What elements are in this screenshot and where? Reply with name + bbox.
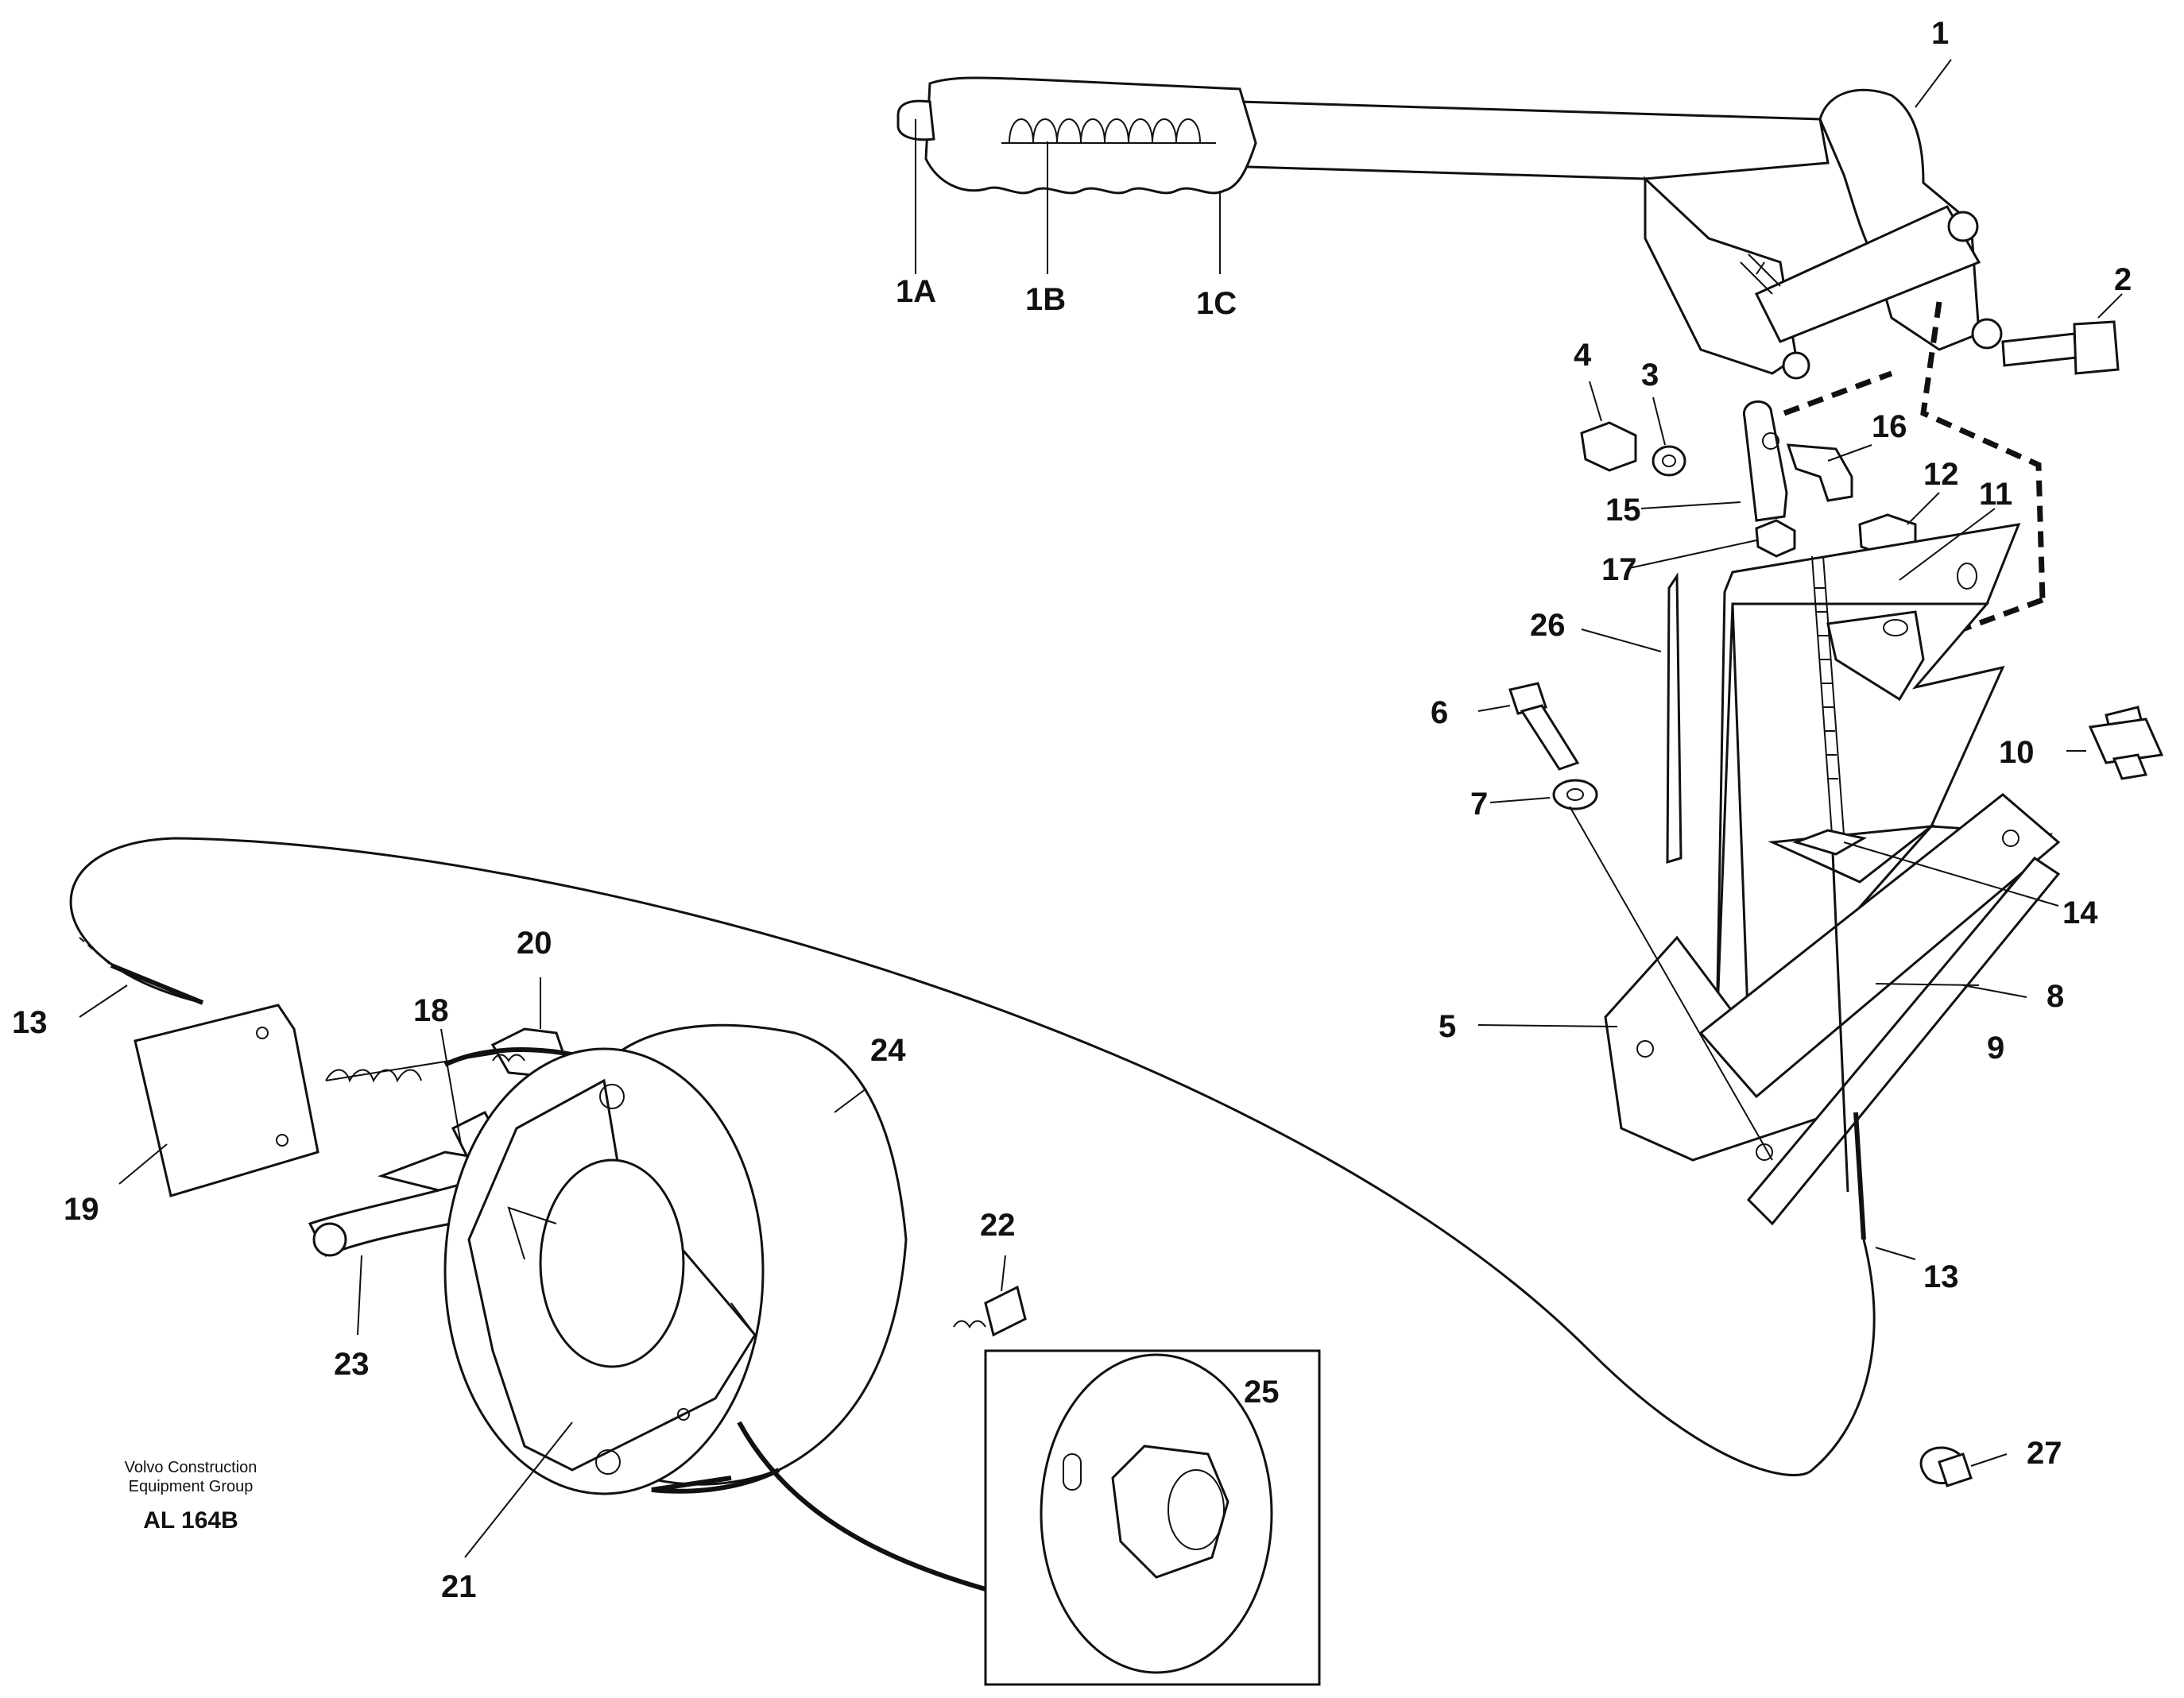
hand-lever xyxy=(1238,88,2003,380)
label-15: 15 xyxy=(1605,493,1641,528)
brake-drum-24 xyxy=(443,1023,908,1495)
label-5: 5 xyxy=(1439,1009,1456,1044)
label-1: 1 xyxy=(1931,16,1949,51)
label-27: 27 xyxy=(2027,1436,2062,1471)
cable-lead xyxy=(737,1421,986,1592)
label-1b: 1B xyxy=(1025,282,1066,317)
label-10: 10 xyxy=(1999,735,2035,770)
bolt-6-washer-7 xyxy=(1508,682,1598,810)
label-13-right: 13 xyxy=(1923,1259,1959,1294)
label-13-left: 13 xyxy=(12,1005,48,1040)
detail-25-inset xyxy=(984,1349,1321,1686)
label-6: 6 xyxy=(1431,695,1448,730)
label-9: 9 xyxy=(1987,1031,2004,1066)
drawing-code: AL 164B xyxy=(143,1507,238,1534)
label-22: 22 xyxy=(980,1208,1016,1243)
label-1a: 1A xyxy=(896,274,936,309)
brake-cable-rod xyxy=(1792,555,1876,1472)
label-26: 26 xyxy=(1530,608,1566,643)
label-12: 12 xyxy=(1923,457,1959,492)
label-2: 2 xyxy=(2114,262,2132,297)
bolt-22 xyxy=(953,1285,1027,1337)
label-1c: 1C xyxy=(1196,286,1237,321)
bolt-2 xyxy=(2001,320,2120,375)
label-4: 4 xyxy=(1574,338,1592,373)
publisher-credit: Volvo Construction Equipment Group AL 16… xyxy=(87,1458,294,1534)
credit-line-2: Equipment Group xyxy=(128,1478,254,1495)
label-25: 25 xyxy=(1244,1375,1280,1410)
label-20: 20 xyxy=(517,926,552,961)
label-24: 24 xyxy=(870,1033,906,1068)
lever-grip xyxy=(896,76,1257,195)
grip-spring-coil xyxy=(1001,118,1216,144)
label-18: 18 xyxy=(413,993,449,1028)
label-19: 19 xyxy=(64,1192,99,1227)
label-16: 16 xyxy=(1872,409,1907,444)
brake-light-switch-10 xyxy=(2088,706,2164,780)
part-labels: 1 1A 1B 1C 2 3 4 5 6 7 8 9 10 11 12 13 1… xyxy=(12,16,2132,1604)
credit-line-1: Volvo Construction xyxy=(124,1459,258,1476)
label-7: 7 xyxy=(1470,787,1488,822)
label-21: 21 xyxy=(441,1569,477,1604)
label-8: 8 xyxy=(2047,979,2064,1014)
label-17: 17 xyxy=(1601,552,1637,587)
mounting-bracket xyxy=(1604,523,2061,1226)
leader-lines xyxy=(79,59,2123,1558)
label-23: 23 xyxy=(334,1347,370,1382)
label-11: 11 xyxy=(1979,477,2012,512)
cable-loop-13 xyxy=(69,837,1973,1487)
label-3: 3 xyxy=(1641,358,1659,393)
label-14: 14 xyxy=(2062,895,2098,930)
